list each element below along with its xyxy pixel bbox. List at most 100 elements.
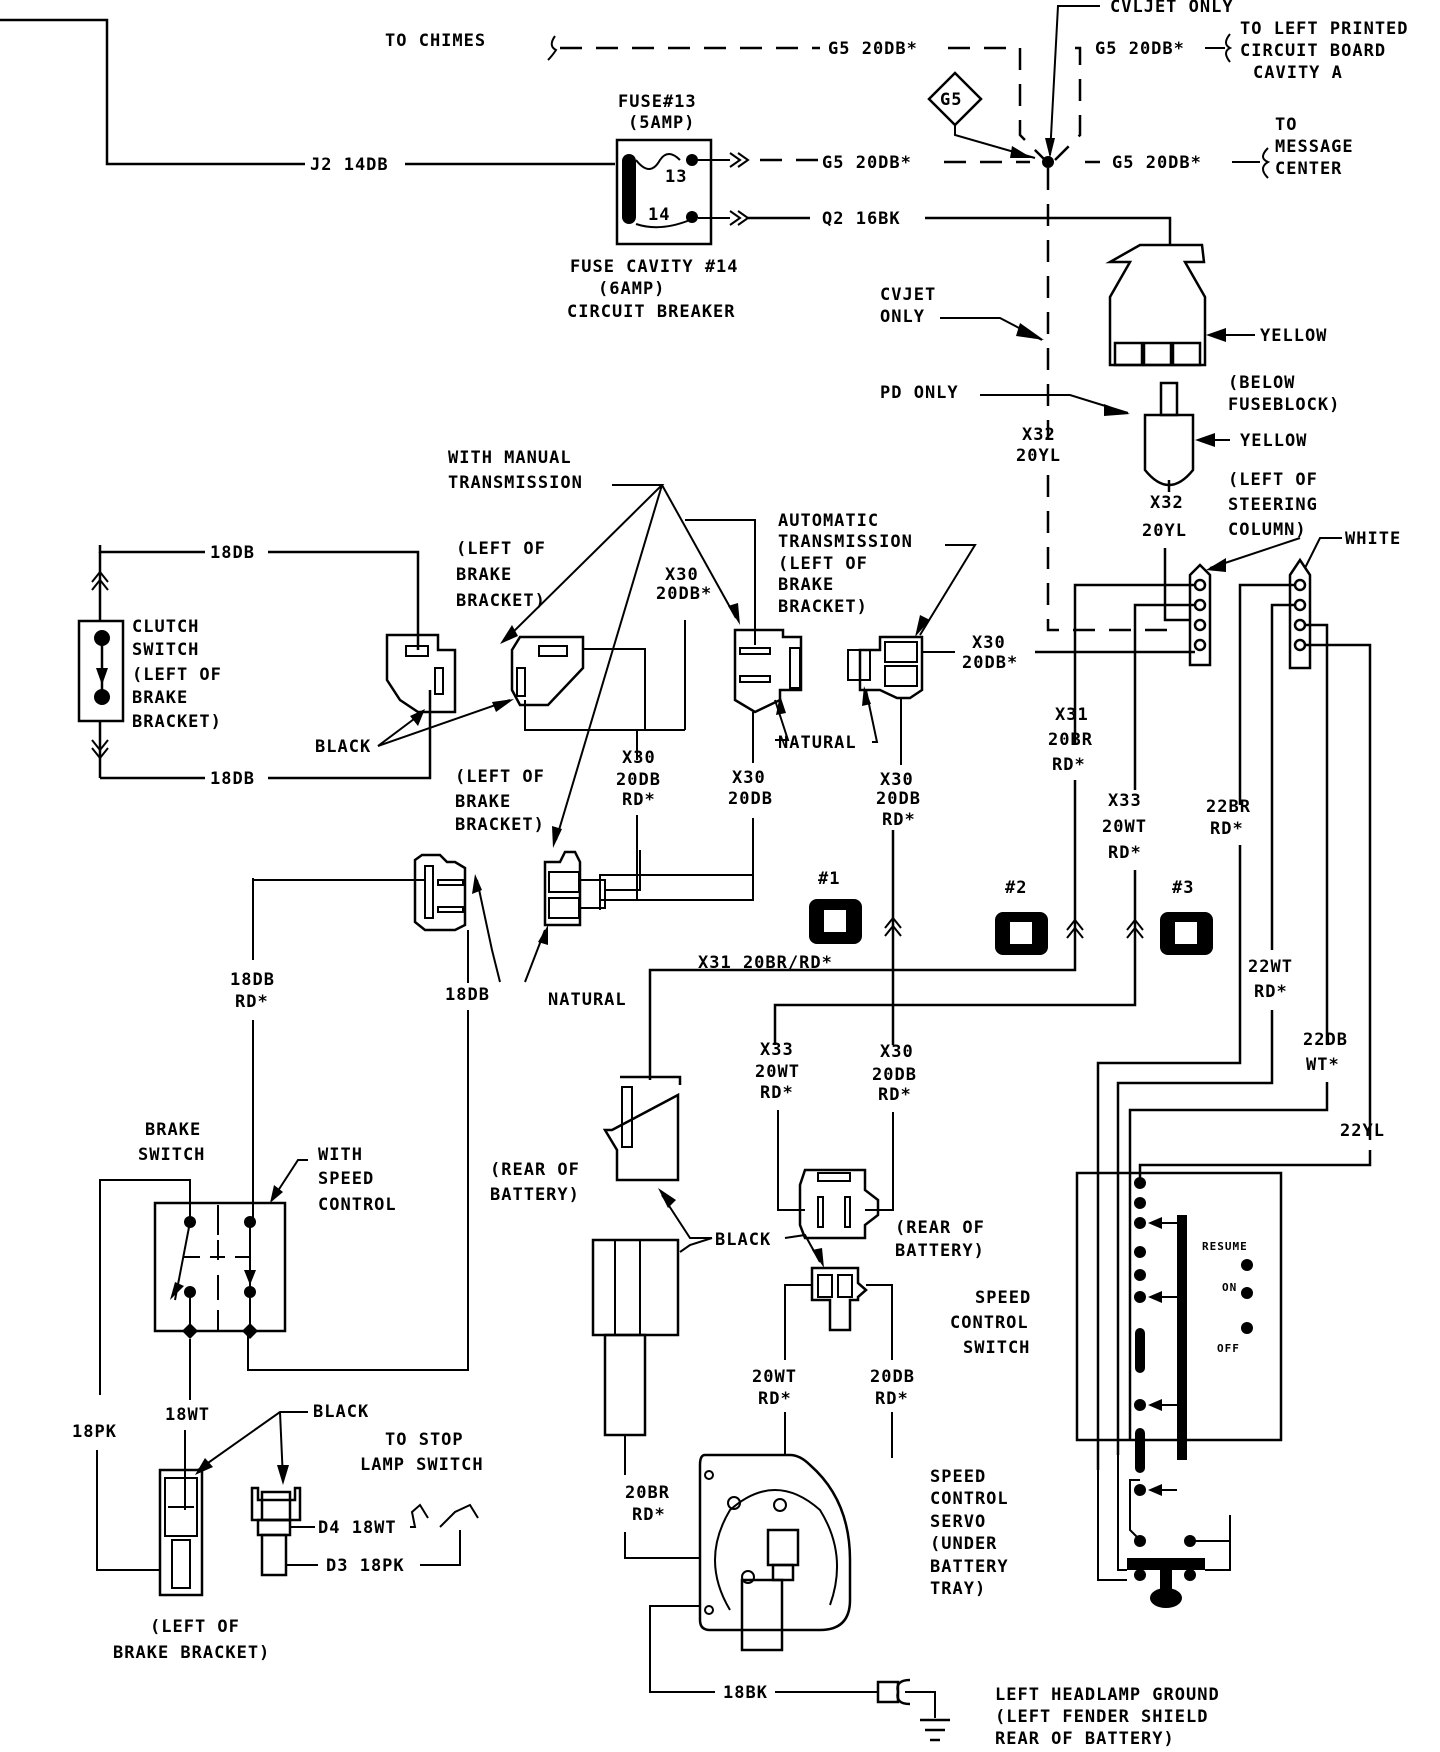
22wt-label: 22WT — [1248, 957, 1293, 977]
wsc-label-1: WITH — [318, 1145, 363, 1165]
clutch-18db-top-wire-right — [268, 550, 420, 650]
18pk-wire-lower — [96, 1450, 160, 1571]
brake-switch — [153, 1201, 287, 1339]
yellow-2-arrow-icon — [1195, 433, 1215, 447]
clutch-18db-top-wire-left — [98, 545, 205, 554]
to-msg-label-1: TO — [1275, 115, 1297, 135]
22db-wire-lower — [1128, 1082, 1329, 1440]
connector-2-inner — [1010, 922, 1032, 944]
pd-only-arrow-icon — [1104, 404, 1130, 416]
black-2-arrow-c-icon — [812, 1248, 824, 1268]
x30-d-wire-lower — [599, 818, 754, 910]
x30-e-connector-icon — [884, 916, 902, 937]
steering-label-3: COLUMN) — [1228, 520, 1307, 540]
wsc-label-3: CONTROL — [318, 1195, 397, 1215]
x30-e-color: 20DB — [876, 789, 921, 809]
x33-b-color: 20WT — [755, 1062, 800, 1082]
yellow-1-label: YELLOW — [1260, 326, 1327, 346]
lob-b-label-2: BRAKE — [455, 792, 511, 812]
20wt-label: 20WT — [752, 1367, 797, 1387]
brake-connector-right — [543, 850, 606, 927]
clutch-label-4: BRAKE — [132, 688, 188, 708]
cvljet-only-label: CVLJET ONLY — [1110, 0, 1234, 17]
fuse13-label: FUSE#13 — [618, 92, 697, 112]
lob-c-label-2: BRAKE BRACKET) — [113, 1643, 270, 1663]
steering-arrow-icon — [1206, 558, 1226, 572]
black-2-label: BLACK — [715, 1230, 771, 1250]
servo-label-5: BATTERY — [930, 1557, 1009, 1577]
to-stop-label-2: LAMP SWITCH — [360, 1455, 484, 1475]
lob-a-label-3: BRACKET) — [456, 591, 546, 611]
svg-text:14: 14 — [648, 205, 670, 225]
clutch-label-3: (LEFT OF — [132, 665, 222, 685]
natural-1-label: NATURAL — [778, 733, 857, 753]
22br-label: 22BR — [1206, 797, 1251, 817]
speed-control-servo — [698, 1453, 852, 1652]
20wt-tracer: RD* — [758, 1389, 792, 1409]
clutch-connector-a — [385, 633, 457, 714]
servo-label-1: SPEED — [930, 1467, 986, 1487]
fuse13-connector-icon — [698, 152, 750, 168]
20wt-wire-upper — [784, 1284, 812, 1360]
brake-switch-label-2: SWITCH — [138, 1145, 205, 1165]
scs-internal-2 — [1117, 1455, 1127, 1571]
lob-b-label-3: BRACKET) — [455, 815, 545, 835]
battery-connector-box — [591, 1238, 680, 1437]
clutch-bottom-connector-icon — [91, 739, 109, 760]
18db-rd-label: 18DB — [230, 970, 275, 990]
x30-c-color: 20DB — [616, 770, 661, 790]
18db-mid-label: 18DB — [445, 985, 490, 1005]
q2-wire-label: Q2 16BK — [822, 209, 901, 229]
22br-wire-upper — [1238, 583, 1295, 805]
clutch-label-1: CLUTCH — [132, 617, 199, 637]
18wt-label: 18WT — [165, 1405, 210, 1425]
below-fuseblock-label-2: FUSEBLOCK) — [1228, 395, 1340, 415]
black-1-arrow-a-icon — [410, 709, 425, 726]
natural-1-leader-a — [774, 699, 790, 741]
lob-b-label-1: (LEFT OF — [455, 767, 545, 787]
scs-label-2: CONTROL — [950, 1313, 1029, 1333]
servo-label-2: CONTROL — [930, 1489, 1009, 1509]
x30-manual-connector — [733, 628, 803, 714]
x33-b-label: X33 — [760, 1040, 794, 1060]
cvljet-arrow-icon — [1045, 138, 1055, 158]
x30-a-to-c — [636, 729, 685, 760]
wire-18db-top-label: 18DB — [210, 543, 255, 563]
black-2-leader-b — [679, 1237, 713, 1253]
msg-break-icon — [1232, 147, 1271, 179]
cvjet-label-2: ONLY — [880, 307, 925, 327]
rob-a-label-1: (REAR OF — [490, 1160, 580, 1180]
ground-terminal-icon — [876, 1678, 950, 1742]
clutch-connector-b-wire — [524, 648, 646, 731]
yellow-connector-pd — [1143, 381, 1195, 492]
steering-label-2: STEERING — [1228, 495, 1318, 515]
to-left-pcb-label-1: TO LEFT PRINTED — [1240, 19, 1409, 39]
22db-wire-upper — [1305, 623, 1329, 1045]
x30-c-label: X30 — [622, 748, 656, 768]
x30-b-color: 20DB* — [962, 653, 1018, 673]
manual-trans-label-2: TRANSMISSION — [448, 473, 583, 493]
pd-only-label: PD ONLY — [880, 383, 959, 403]
g5-arrow-icon — [1010, 146, 1032, 158]
below-fuseblock-label-1: (BELOW — [1228, 373, 1295, 393]
18bk-label: 18BK — [723, 1683, 768, 1703]
svg-text:G5: G5 — [940, 90, 962, 110]
black-2-arrow-a-icon — [658, 1188, 676, 1208]
x30-f-wire — [865, 1112, 894, 1211]
servo-label-3: SERVO — [930, 1512, 986, 1532]
to-msg-label-3: CENTER — [1275, 159, 1342, 179]
black-3-arrow-b-icon — [277, 1465, 289, 1485]
g5-splice-node — [1042, 156, 1054, 168]
connector-1-inner — [824, 910, 846, 932]
x33-wire-upper — [1133, 603, 1195, 790]
stop-lamp-connector-right — [250, 1486, 302, 1577]
g5-top-left-label: G5 20DB* — [828, 39, 918, 59]
natural-1-arrow-a-icon — [776, 695, 786, 715]
brake-18db-rd-wire — [252, 878, 425, 881]
connector-3-label: #3 — [1172, 878, 1194, 898]
clutch-switch — [77, 619, 125, 723]
20br-wire-lower — [624, 1532, 700, 1559]
yellow-2-label: YELLOW — [1240, 431, 1307, 451]
22br-wire-lower — [1096, 845, 1242, 1470]
